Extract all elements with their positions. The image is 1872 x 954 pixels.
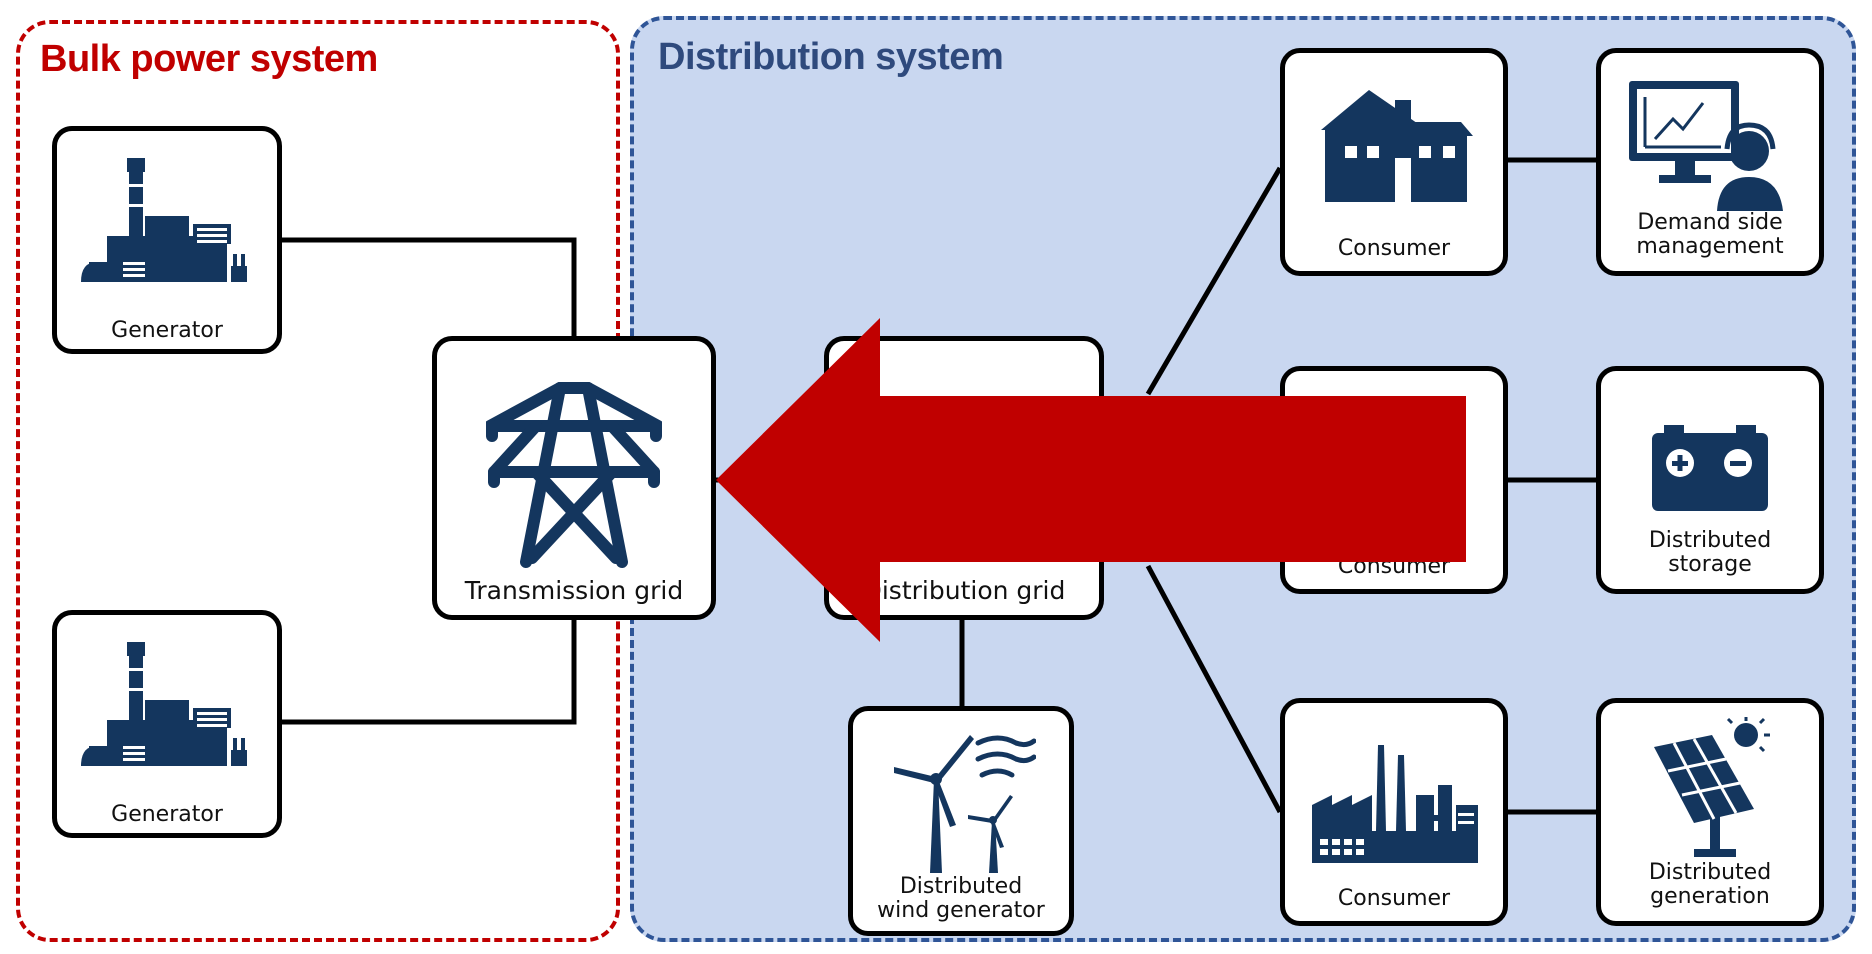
bulk-power-system-title: Bulk power system — [40, 38, 378, 80]
consumer-top-label: Consumer — [1337, 236, 1451, 261]
wind-turbine-icon — [853, 721, 1069, 883]
house-icon — [1285, 53, 1503, 239]
consumer-top-node: Consumer — [1280, 48, 1508, 276]
consumer-bottom-node: Consumer — [1280, 698, 1508, 926]
generation-label-line2: generation — [1650, 884, 1770, 909]
distribution-grid-label: Distribution grid — [862, 576, 1066, 605]
link-generator-top-transmission — [282, 237, 577, 340]
generation-label: Distributed generation — [1601, 861, 1819, 909]
generator-bottom-label: Generator — [111, 802, 223, 827]
wind-generator-label-line2: wind generator — [877, 898, 1045, 923]
power-plant-icon — [57, 615, 277, 801]
storage-node: Distributed storage — [1596, 366, 1824, 594]
storage-label-line2: storage — [1668, 552, 1752, 577]
distribution-system-title: Distribution system — [658, 36, 1004, 78]
link-distribution-consumer-bottom — [1145, 564, 1283, 814]
reverse-flow-arrow-shape — [716, 318, 1466, 642]
link-distribution-consumer-top — [1145, 166, 1283, 396]
demand-side-label-line1: Demand side — [1637, 210, 1783, 235]
generation-node: Distributed generation — [1596, 698, 1824, 926]
demand-side-label-line2: management — [1636, 234, 1784, 259]
factory-icon — [1285, 707, 1503, 893]
transmission-grid-node: Transmission grid — [432, 336, 716, 620]
wind-generator-label-line1: Distributed — [899, 874, 1023, 899]
consumer-bottom-label: Consumer — [1337, 886, 1451, 911]
generator-top-label: Generator — [111, 318, 223, 343]
battery-icon — [1601, 393, 1819, 543]
solar-panel-icon — [1601, 713, 1819, 865]
link-generator-bottom-transmission — [282, 617, 577, 725]
transmission-grid-label: Transmission grid — [464, 576, 684, 605]
storage-label: Distributed storage — [1601, 529, 1819, 577]
demand-side-node: Demand side management — [1596, 48, 1824, 276]
wind-generator-label: Distributed wind generator — [853, 875, 1069, 923]
demand-side-label: Demand side management — [1601, 211, 1819, 259]
generator-top-node: Generator — [52, 126, 282, 354]
transmission-tower-icon — [437, 361, 711, 589]
monitor-operator-icon — [1601, 65, 1819, 225]
power-plant-icon — [57, 131, 277, 317]
generation-label-line1: Distributed — [1648, 860, 1772, 885]
wind-generator-node: Distributed wind generator — [848, 706, 1074, 936]
generator-bottom-node: Generator — [52, 610, 282, 838]
storage-label-line1: Distributed — [1648, 528, 1772, 553]
